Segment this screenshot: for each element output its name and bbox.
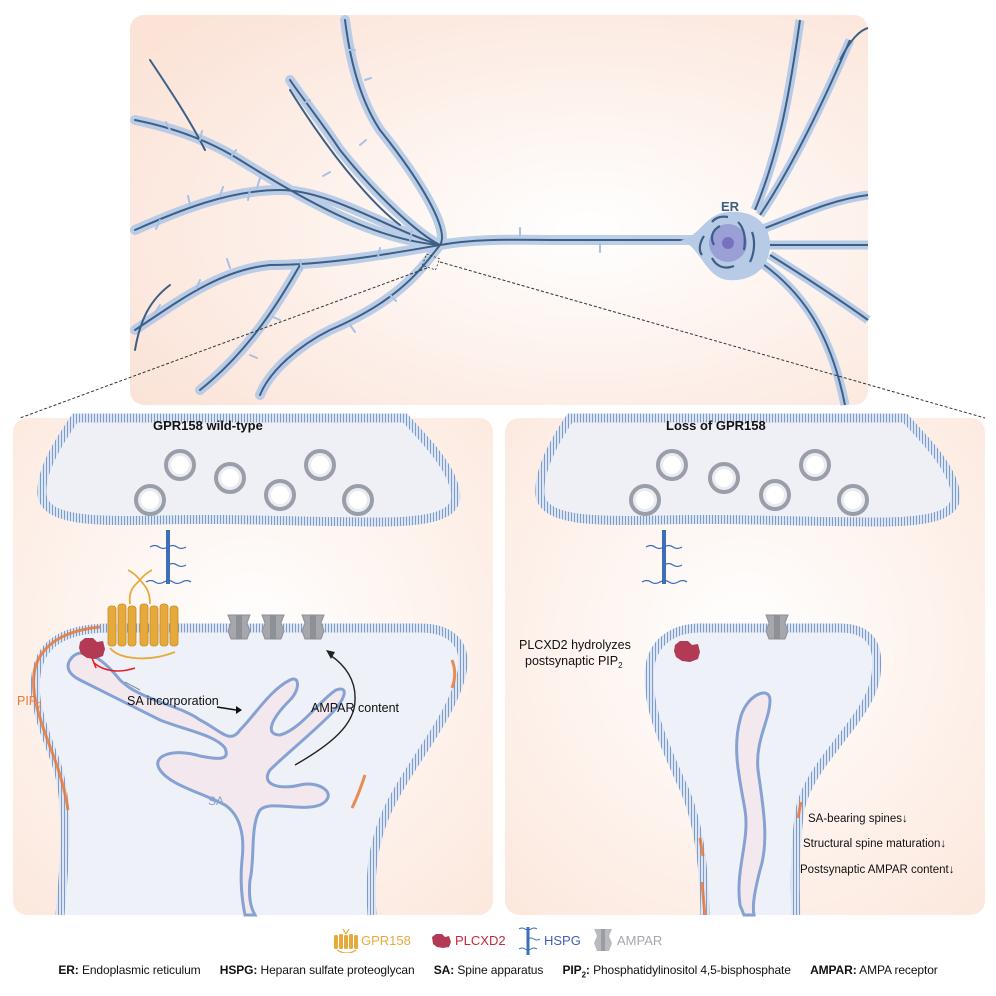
abbreviation-footer: ER: Endoplasmic reticulum HSPG: Heparan …: [0, 963, 996, 979]
ampar-receptor: [227, 614, 251, 640]
effect-structural-maturation: Structural spine maturation↓: [803, 838, 946, 850]
sa-incorporation-label: SA incorporation: [127, 694, 219, 708]
presynaptic-terminal-loss: [535, 413, 961, 527]
hspg-icon: [518, 927, 541, 955]
legend-label-gpr158: GPR158: [361, 932, 411, 948]
dendritic-spines: [154, 49, 601, 359]
panel-wild-type: GPR158 wild-type PIP2 SA incorporation A…: [13, 413, 493, 917]
inhibition-arrow: [91, 657, 136, 672]
legend-label-ampar: AMPAR: [617, 932, 663, 948]
er-label: ER: [721, 199, 740, 214]
ampar-icon: [594, 929, 612, 951]
panel-title-wild-type: GPR158 wild-type: [153, 418, 263, 433]
ampar-receptor: [765, 614, 789, 640]
plcxd2-protein: [79, 638, 105, 659]
abbr-pip2: PIP2: Phosphatidylinositol 4,5-bisphosph…: [562, 963, 791, 980]
zoom-lines: [19, 261, 986, 419]
abbr-sa: SA: Spine apparatus: [433, 963, 544, 977]
legend-label-hspg: HSPG: [544, 932, 581, 948]
ampar-receptor: [261, 614, 285, 640]
legend-item-ampar: AMPAR: [593, 926, 662, 954]
pip2-regions-loss: [698, 801, 803, 916]
neuron-panel: ER: [130, 15, 871, 406]
legend-item-hspg: HSPG: [518, 926, 581, 955]
soma-dendrites: [750, 19, 871, 406]
ampar-receptor: [301, 614, 325, 640]
nucleolus: [722, 237, 734, 249]
hydrolysis-label-line1: PLCXD2 hydrolyzes: [519, 638, 631, 652]
hspg-icon: [145, 530, 192, 585]
abbr-ampar: AMPAR: AMPA receptor: [810, 963, 938, 977]
plcxd2-protein: [674, 641, 700, 662]
zoom-region-box: [421, 253, 441, 271]
ampar-content-label: AMPAR content: [311, 701, 400, 715]
abbr-er: ER: Endoplasmic reticulum: [58, 963, 201, 977]
sa-incorporation-arrow: [216, 706, 242, 714]
sa-leader-line: [124, 681, 141, 691]
ampar-group-wt: [227, 614, 325, 640]
sa-label: SA: [208, 794, 224, 808]
legend-item-gpr158: GPR158: [331, 926, 411, 954]
spine-apparatus-wt: [66, 651, 346, 917]
soma: ER: [680, 199, 770, 281]
effect-sa-bearing-spines: SA-bearing spines↓: [808, 813, 908, 825]
gpr158-receptor: [107, 569, 179, 660]
er-membranes: [698, 215, 756, 269]
ampar-content-arrow: [294, 650, 356, 766]
legend: GPR158 PLCXD2 HSPG AMPAR: [0, 926, 996, 955]
presynaptic-terminal-wt: [37, 413, 461, 527]
legend-label-plcxd2: PLCXD2: [455, 932, 506, 948]
dendrite-tree: [130, 15, 705, 400]
hspg-icon: [641, 530, 688, 585]
spine-apparatus-loss: [735, 691, 772, 917]
pip2-label: PIP2: [17, 694, 42, 710]
pip2-regions-wt: [32, 625, 457, 811]
panel-title-loss: Loss of GPR158: [666, 418, 766, 433]
effect-ampar-content: Postsynaptic AMPAR content↓: [800, 864, 954, 876]
panel-loss: Loss of GPR158 PLCXD2 hydrolyzes postsyn…: [505, 413, 985, 917]
hydrolysis-label-line2: postsynaptic PIP2: [525, 654, 623, 670]
abbr-hspg: HSPG: Heparan sulfate proteoglycan: [219, 963, 415, 977]
gpr158-icon: [334, 928, 358, 953]
legend-item-plcxd2: PLCXD2: [430, 926, 506, 954]
plcxd2-icon: [432, 934, 451, 948]
